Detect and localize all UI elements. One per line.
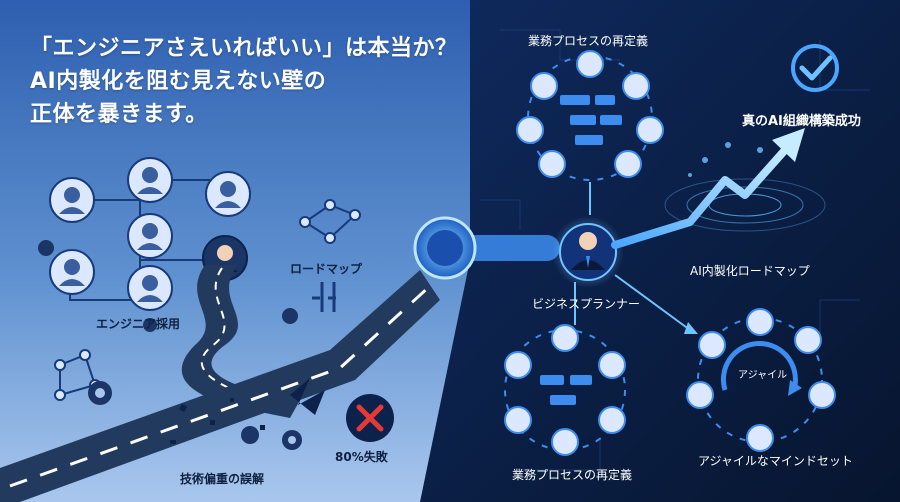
check-icon	[791, 44, 839, 92]
flowchart-icon	[560, 95, 622, 145]
person-icon	[552, 216, 624, 288]
road-main	[0, 270, 440, 502]
roadmap-label: ロードマップ	[290, 262, 363, 276]
business-planner-label: ビジネスプランナー	[532, 297, 641, 311]
broken-link	[312, 282, 336, 312]
connector-tube	[413, 216, 560, 280]
agile-label: アジャイル	[738, 370, 788, 381]
arrow-up-icon	[611, 128, 805, 249]
top-cycle-label: 業務プロセスの再定義	[528, 34, 649, 48]
gear-icon	[38, 240, 306, 450]
cross-icon	[346, 394, 394, 442]
engineer-avatars	[49, 157, 251, 311]
headline-line-3: 正体を暴きます。	[30, 102, 208, 127]
bottom-cycle	[504, 282, 626, 456]
engineer-hiring-label: エンジニア採用	[96, 317, 181, 331]
bottom-cycle-label: 業務プロセスの再定義	[512, 468, 633, 482]
misconception-label: 技術偏重の誤解	[180, 472, 265, 486]
road-left	[181, 265, 300, 418]
agile-mindset-label: アジャイルなマインドセット	[698, 454, 853, 468]
ai-roadmap-label: AI内製化ロードマップ	[690, 264, 810, 278]
success-label: 真のAI組織構築成功	[742, 114, 861, 129]
top-cycle	[516, 50, 664, 215]
failure-rate-label: 80%失敗	[335, 450, 388, 464]
headline-line-1: 「エンジニアさえいればいい」は本当か？	[30, 36, 458, 61]
success-glow	[664, 178, 826, 232]
headline-line-2: AI内製化を阻む見えない壁の	[30, 69, 327, 94]
agile-cycle	[614, 274, 836, 452]
